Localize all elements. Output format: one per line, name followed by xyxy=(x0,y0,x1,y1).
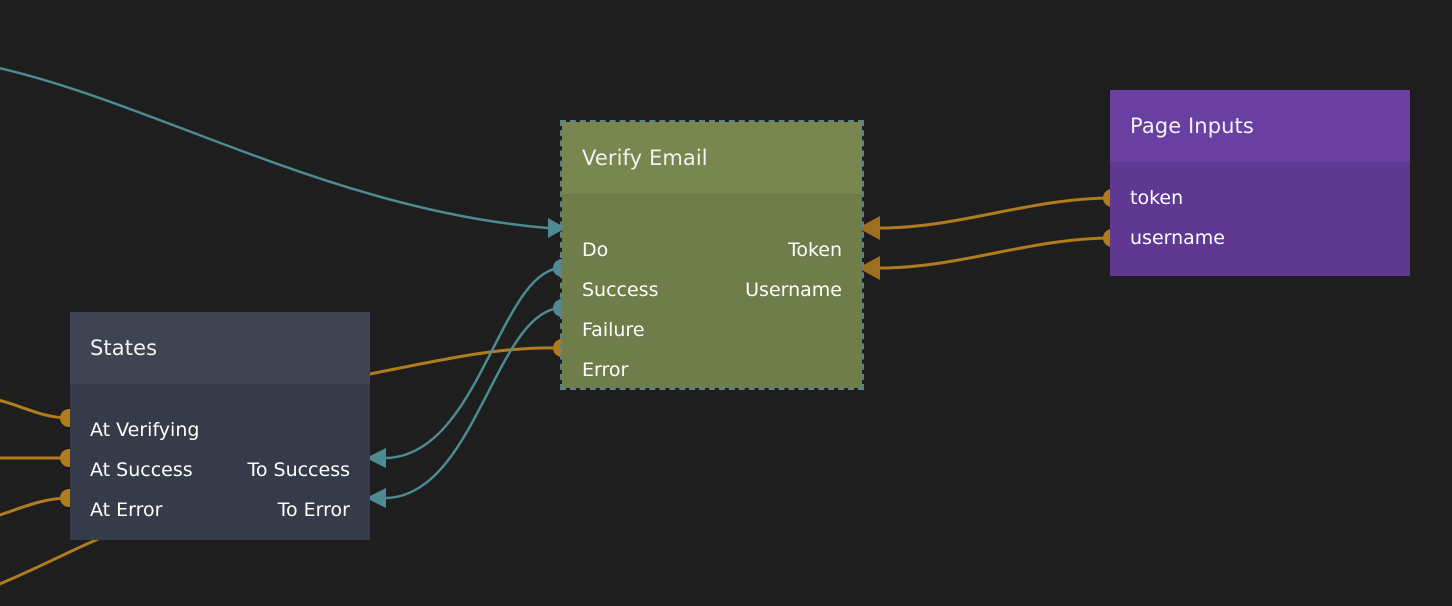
wire-error-to-states xyxy=(359,346,563,378)
port-row-do[interactable]: Do Token xyxy=(562,230,862,270)
node-states-header[interactable]: States xyxy=(70,312,370,384)
port-label-success: Success xyxy=(582,278,659,301)
port-label-at-verifying: At Verifying xyxy=(90,418,200,441)
node-verify-email[interactable]: Verify Email Do Token Success Username F… xyxy=(560,120,864,390)
wire-failure-to-to-error xyxy=(385,306,563,500)
wire-token-to-token xyxy=(879,196,1113,230)
port-row-username[interactable]: username xyxy=(1110,218,1410,258)
wire-username-to-username xyxy=(879,236,1113,270)
port-label-at-error: At Error xyxy=(90,498,163,521)
port-row-failure[interactable]: Failure xyxy=(562,310,862,350)
node-verify-email-header[interactable]: Verify Email xyxy=(562,122,862,194)
port-label-token: Token xyxy=(787,238,842,261)
wire-success-to-to-success xyxy=(385,266,563,460)
port-row-token[interactable]: token xyxy=(1110,178,1410,218)
port-label-to-success: To Success xyxy=(247,458,350,481)
port-label-username-output: username xyxy=(1130,226,1225,249)
node-page-inputs-body: token username xyxy=(1110,162,1410,276)
port-label-to-error: To Error xyxy=(277,498,350,521)
node-states-body: At Verifying At Success To Success At Er… xyxy=(70,384,370,540)
node-states[interactable]: States At Verifying At Success To Succes… xyxy=(70,312,370,540)
port-label-error: Error xyxy=(582,358,629,381)
port-row-success[interactable]: Success Username xyxy=(562,270,862,310)
node-verify-email-title: Verify Email xyxy=(582,146,708,170)
node-page-inputs[interactable]: Page Inputs token username xyxy=(1110,90,1410,276)
node-verify-email-body: Do Token Success Username Failure Error xyxy=(562,194,862,388)
port-row-at-success[interactable]: At Success To Success xyxy=(70,450,370,490)
node-states-title: States xyxy=(90,336,158,360)
node-page-inputs-title: Page Inputs xyxy=(1130,114,1254,138)
port-label-token-output: token xyxy=(1130,186,1184,209)
wire-at-verifying-offscreen xyxy=(0,398,70,420)
port-label-username: Username xyxy=(745,278,842,301)
wire-offscreen-to-do xyxy=(0,67,549,230)
port-row-at-verifying[interactable]: At Verifying xyxy=(70,410,370,450)
port-row-at-error[interactable]: At Error To Error xyxy=(70,490,370,530)
port-label-do: Do xyxy=(582,238,609,261)
port-label-failure: Failure xyxy=(582,318,645,341)
wire-at-error-offscreen xyxy=(0,496,70,517)
port-row-error[interactable]: Error xyxy=(562,350,862,390)
port-label-at-success: At Success xyxy=(90,458,193,481)
node-page-inputs-header[interactable]: Page Inputs xyxy=(1110,90,1410,162)
